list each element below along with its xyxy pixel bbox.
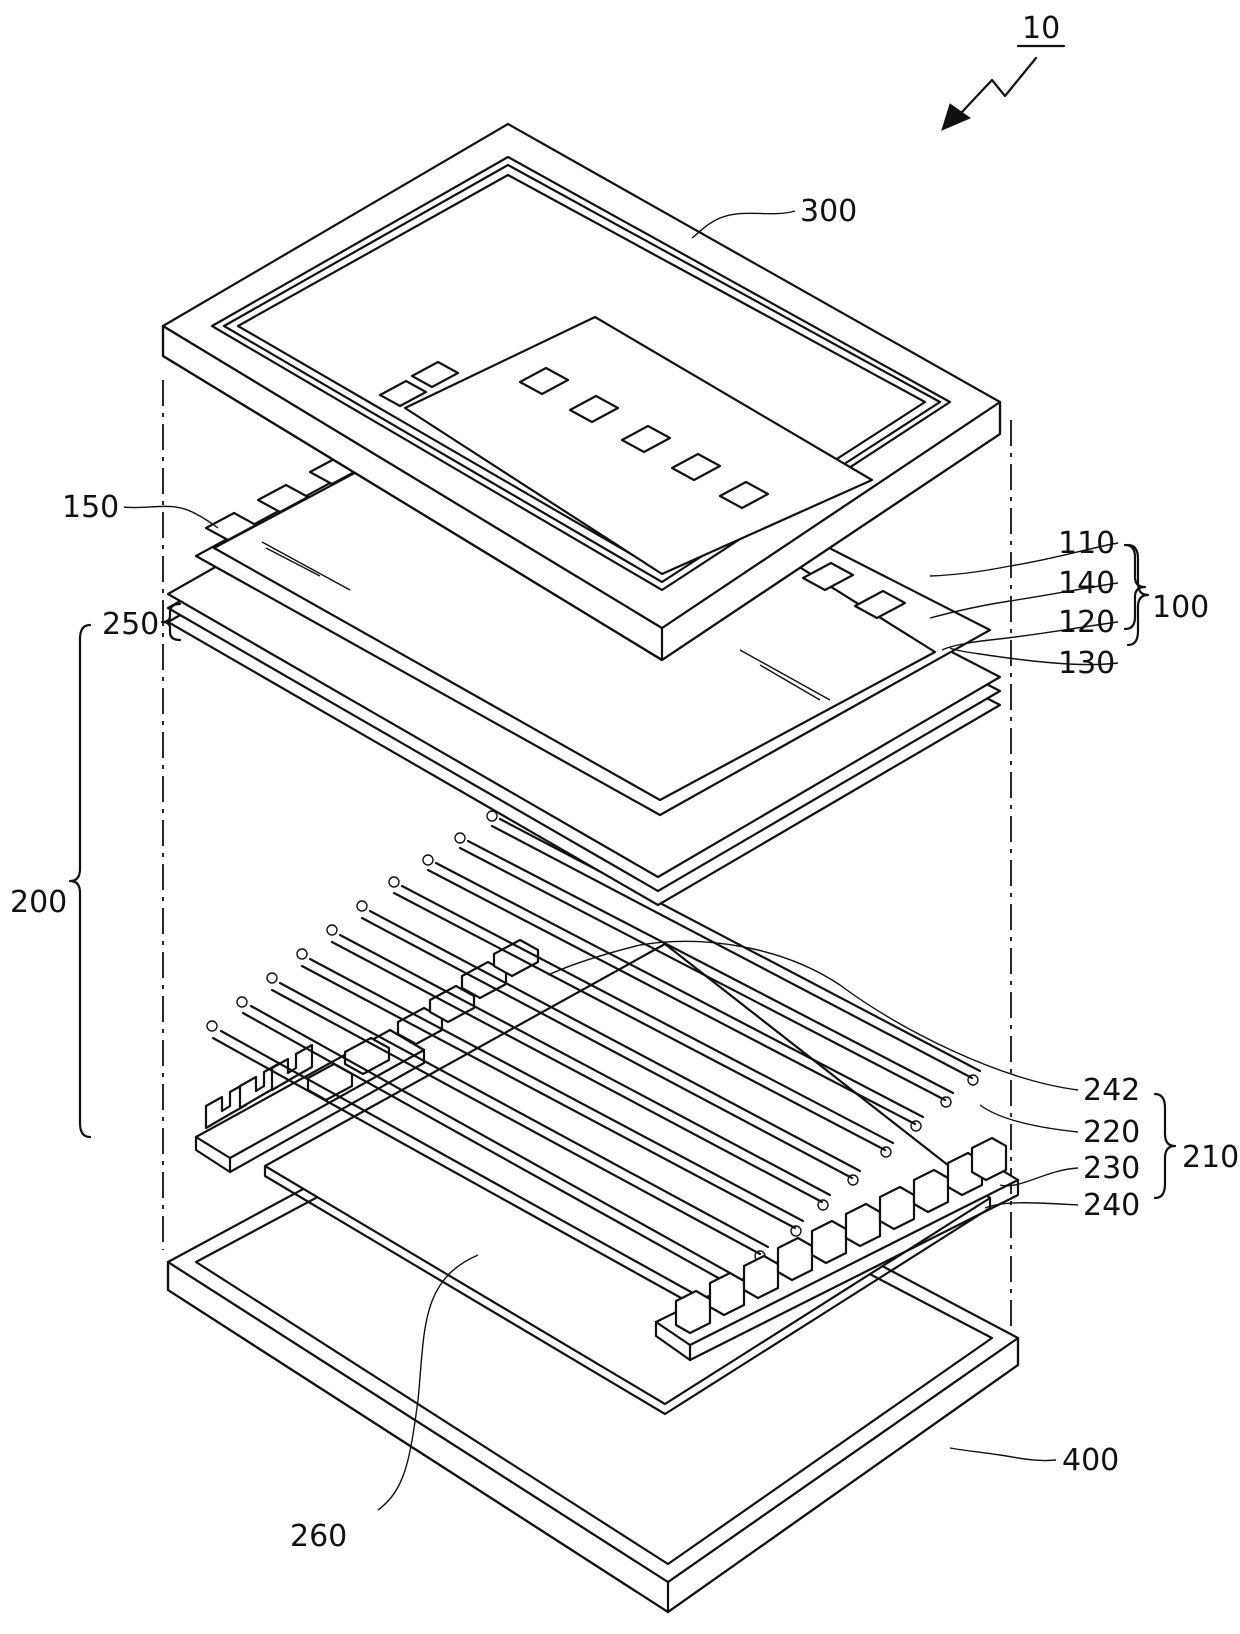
label-210: 210 — [1182, 1140, 1239, 1175]
label-110: 110 — [1058, 526, 1115, 561]
label-230: 230 — [1083, 1151, 1140, 1186]
label-130: 130 — [1058, 646, 1115, 681]
label-242: 242 — [1083, 1073, 1140, 1108]
label-220: 220 — [1083, 1115, 1140, 1150]
label-150: 150 — [62, 490, 119, 525]
label-260: 260 — [290, 1519, 347, 1554]
label-120: 120 — [1058, 605, 1115, 640]
label-300: 300 — [800, 194, 857, 229]
svg-text:10: 10 — [1022, 11, 1060, 46]
label-400: 400 — [1062, 1443, 1119, 1478]
label-250: 250 — [102, 607, 159, 642]
label-200: 200 — [10, 885, 67, 920]
label-100: 100 — [1152, 590, 1209, 625]
label-240: 240 — [1083, 1188, 1140, 1223]
label-140: 140 — [1058, 566, 1115, 601]
reference-numeral-10: 10 — [942, 11, 1064, 130]
